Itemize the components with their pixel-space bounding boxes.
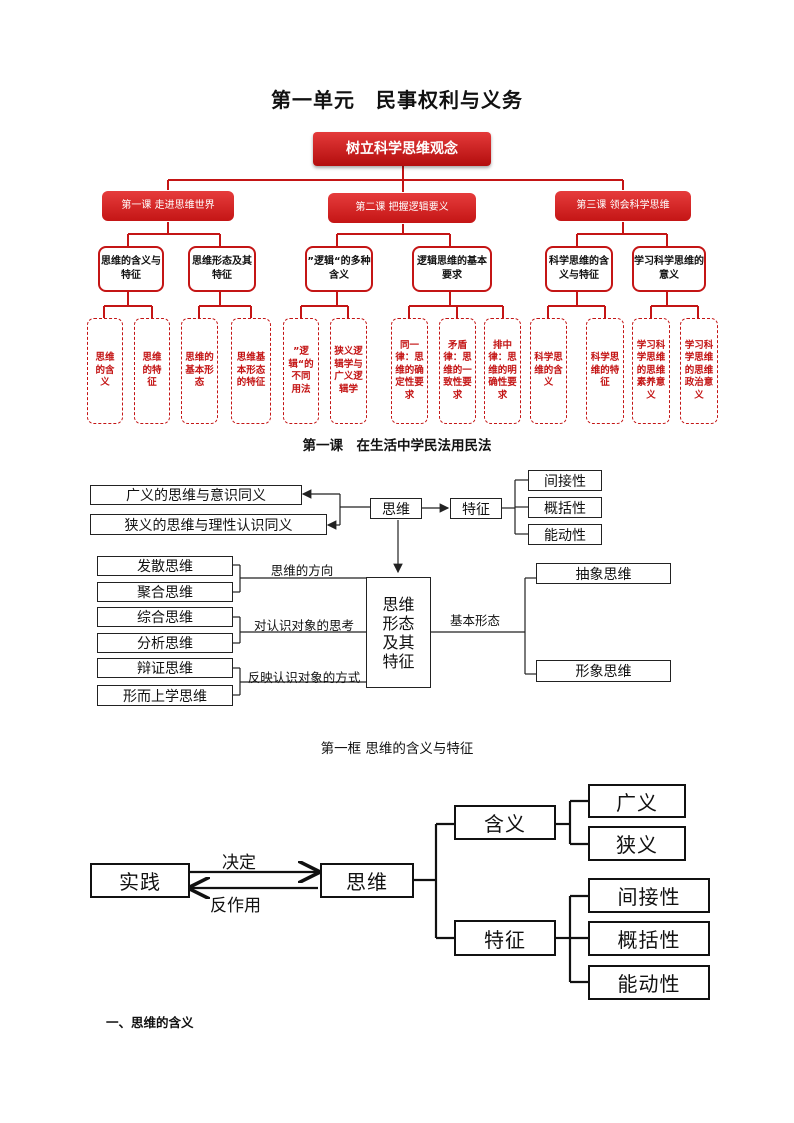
features-box: 特征 (454, 920, 556, 956)
leaf-node: 排中律：思维的明确性要求 (484, 318, 521, 424)
leaf-node: 狭义逻辑学与广义逻辑学 (330, 318, 367, 424)
practice-box: 实践 (90, 863, 190, 898)
basic-form-box: 形象思维 (536, 660, 671, 682)
thinking-type-box: 辩证思维 (97, 658, 233, 678)
trait-box: 能动性 (588, 965, 710, 1000)
thinking-type-box: 分析思维 (97, 633, 233, 653)
pair-label: 反映认识对象的方式 (247, 670, 361, 685)
section-heading: 一、思维的含义 (106, 1015, 194, 1030)
topic-node: 科学思维的含义与特征 (545, 246, 613, 292)
decides-label: 决定 (222, 853, 256, 873)
leaf-node: 科学思维的特征 (586, 318, 624, 424)
forms-box: 思维形态及其特征 (366, 577, 431, 688)
meaning-box: 含义 (454, 805, 556, 840)
leaf-node: 思维的基本形态 (181, 318, 218, 424)
leaf-node: 学习科学思维的思维素养意义 (632, 318, 670, 424)
topic-node: 思维的含义与特征 (98, 246, 164, 292)
thinking-type-box: 综合思维 (97, 607, 233, 627)
thinking-box: 思维 (320, 863, 414, 898)
leaf-node: 同一律：思维的确定性要求 (391, 318, 428, 424)
narrow-definition-box: 狭义的思维与理性认识同义 (90, 514, 327, 535)
frame-heading: 第一框 思维的含义与特征 (320, 741, 474, 757)
leaf-node: 思维基本形态的特征 (231, 318, 271, 424)
meaning-item-box: 广义 (588, 784, 686, 818)
feature-box: 特征 (450, 498, 502, 519)
basic-form-box: 抽象思维 (536, 563, 671, 584)
trait-box: 间接性 (588, 878, 710, 913)
leaf-node: ”逻辑“的不同用法 (283, 318, 319, 424)
trait-box: 概括性 (588, 921, 710, 956)
thinking-type-box: 聚合思维 (97, 582, 233, 602)
reacts-label: 反作用 (210, 896, 261, 916)
thinking-type-box: 形而上学思维 (97, 685, 233, 706)
page-title: 第一单元 民事权利与义务 (271, 88, 523, 112)
leaf-node: 矛盾律：思维的一致性要求 (439, 318, 476, 424)
trait-box: 能动性 (528, 524, 602, 545)
meaning-item-box: 狭义 (588, 826, 686, 861)
lesson-3-node: 第三课 领会科学思维 (555, 191, 691, 221)
pair-label: 对认识对象的思考 (254, 618, 355, 633)
topic-node: 学习科学思维的意义 (632, 246, 706, 292)
trait-box: 概括性 (528, 497, 602, 518)
mindmap-connectors (103, 166, 699, 318)
mindmap-root: 树立科学思维观念 (313, 132, 491, 166)
topic-node: 逻辑思维的基本要求 (412, 246, 492, 292)
lesson-heading: 第一课 在生活中学民法用民法 (302, 438, 492, 454)
leaf-node: 思维的特征 (134, 318, 170, 424)
thinking-type-box: 发散思维 (97, 556, 233, 576)
leaf-node: 思维的含义 (87, 318, 123, 424)
lesson-2-node: 第二课 把握逻辑要义 (328, 193, 476, 223)
pair-label: 思维的方向 (270, 563, 334, 578)
leaf-node: 学习科学思维的思维政治意义 (680, 318, 718, 424)
leaf-node: 科学思维的含义 (530, 318, 567, 424)
trait-box: 间接性 (528, 470, 602, 491)
basic-forms-label: 基本形态 (449, 613, 500, 628)
topic-node: 思维形态及其特征 (188, 246, 256, 292)
broad-definition-box: 广义的思维与意识同义 (90, 485, 302, 505)
topic-node: ”逻辑“的多种含义 (305, 246, 373, 292)
thinking-box: 思维 (370, 498, 422, 519)
lesson-1-node: 第一课 走进思维世界 (102, 191, 234, 221)
